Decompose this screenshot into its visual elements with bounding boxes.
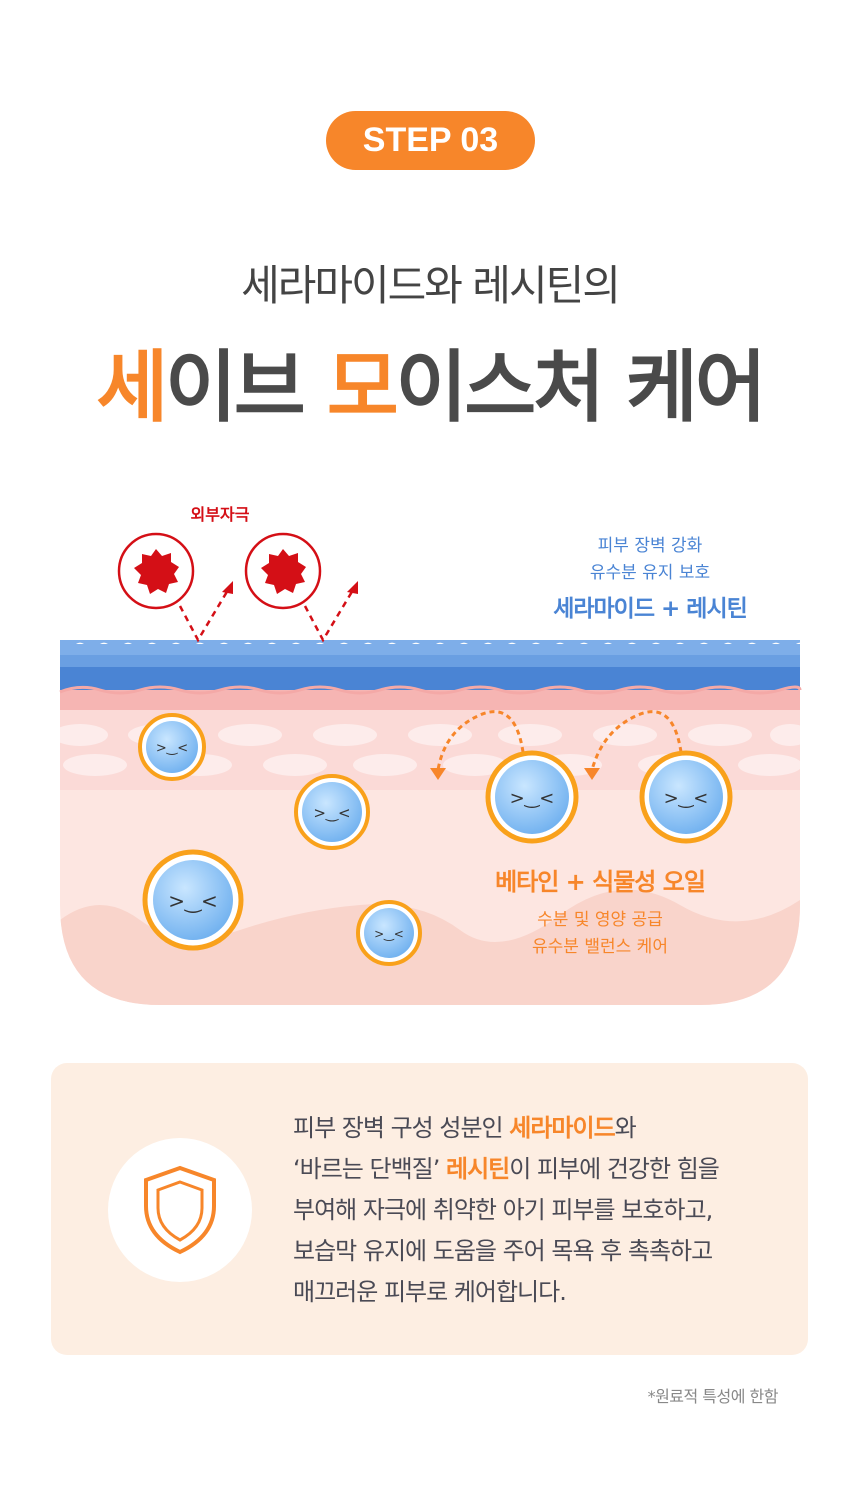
moisture-bubble-icon: >‿< <box>485 750 579 844</box>
svg-text:>‿<: >‿< <box>664 788 709 809</box>
irritant-icon <box>244 532 322 610</box>
irritant-label: 외부자극 <box>191 505 250 524</box>
title-text: 이브 <box>165 343 327 433</box>
desc-text: 와 <box>614 1114 637 1142</box>
title-text: 이스처 케어 <box>395 343 767 433</box>
desc-highlight: 레시틴 <box>446 1155 510 1183</box>
moisture-bubble-icon: >‿< <box>639 750 733 844</box>
moisture-benefit-1: 수분 및 영양 공급 <box>537 910 663 930</box>
svg-text:>‿<: >‿< <box>168 889 218 913</box>
moisture-bubble-icon: >‿< <box>142 849 244 951</box>
svg-text:>‿<: >‿< <box>374 927 404 941</box>
moisture-benefit-2: 유수분 밸런스 케어 <box>532 937 668 957</box>
svg-text:>‿<: >‿< <box>510 788 555 809</box>
page-title: 세이브 모이스처 케어 <box>0 325 860 437</box>
moisture-bubble-icon: >‿< <box>294 774 370 850</box>
desc-line: 부여해 자극에 취약한 아기 피부를 보호하고, <box>293 1196 713 1224</box>
desc-line: 보습막 유지에 도움을 주어 목욕 후 촉촉하고 <box>293 1237 713 1265</box>
title-highlight: 세 <box>96 343 168 433</box>
desc-line: 매끄러운 피부로 케어합니다. <box>293 1278 567 1306</box>
moisture-bubble-icon: >‿< <box>138 713 206 781</box>
desc-text: 이 피부에 건강한 힘을 <box>509 1155 720 1183</box>
moisture-bubble-icon: >‿< <box>356 900 422 966</box>
irritant-icon <box>117 532 195 610</box>
barrier-ingredients: 세라마이드 + 레시틴 <box>553 596 747 622</box>
svg-text:>‿<: >‿< <box>313 804 350 823</box>
barrier-benefit-1: 피부 장벽 강화 <box>598 536 703 556</box>
moisture-ingredients: 베타인 + 식물성 오일 <box>495 868 705 896</box>
skin-illustration: 외부자극 피부 장벽 강화 유수분 유지 보호 세라마이드 + 레시틴 >‿< … <box>59 505 802 1005</box>
svg-text:>‿<: >‿< <box>156 741 188 756</box>
deflect-arrows <box>178 589 355 643</box>
description-text: 피부 장벽 구성 성분인 세라마이드와 ‘바르는 단백질’ 레시틴이 피부에 건… <box>293 1108 720 1313</box>
barrier-benefit-2: 유수분 유지 보호 <box>590 563 710 583</box>
shield-icon <box>108 1138 252 1282</box>
step-badge: STEP 03 <box>326 111 535 170</box>
title-highlight: 모 <box>326 343 399 433</box>
desc-text: ‘바르는 단백질’ <box>293 1155 446 1183</box>
subtitle: 세라마이드와 레시틴의 <box>241 261 621 310</box>
moisture-arrows <box>436 710 683 771</box>
desc-highlight: 세라마이드 <box>509 1114 615 1142</box>
footnote: *원료적 특성에 한함 <box>647 1387 779 1406</box>
desc-text: 피부 장벽 구성 성분인 <box>293 1114 510 1142</box>
